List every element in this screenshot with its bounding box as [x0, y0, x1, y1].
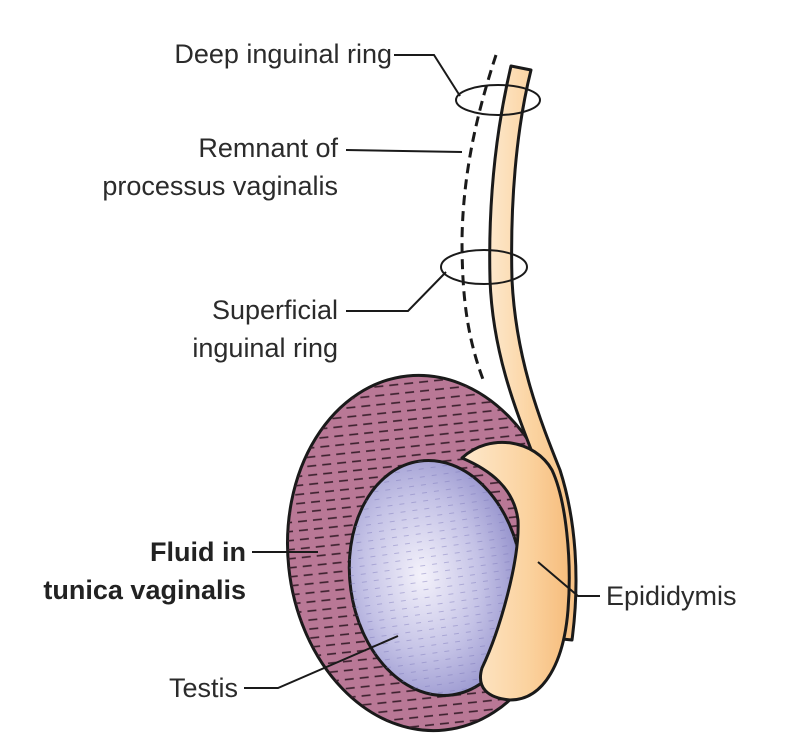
epididymis-shape [460, 440, 571, 702]
label-superficial-line2: inguinal ring [192, 333, 338, 363]
leader-testis [244, 635, 399, 689]
superficial-ring-marker [440, 249, 528, 285]
label-remnant-line1: Remnant of [198, 133, 338, 163]
label-remnant-line2: processus vaginalis [102, 171, 338, 201]
label-deep-inguinal-ring: Deep inguinal ring [174, 39, 392, 69]
label-testis: Testis [168, 673, 238, 703]
label-fluid-line2: tunica vaginalis [43, 575, 246, 605]
label-superficial-line1: Superficial [211, 295, 338, 325]
processus-vaginalis-remnant [460, 54, 498, 383]
label-fluid-line1: Fluid in [150, 537, 246, 567]
label-epididymis: Epididymis [606, 581, 737, 611]
deep-ring-marker [455, 84, 541, 116]
testis [347, 459, 525, 697]
leader-remnant [345, 149, 463, 153]
leader-epididymis [537, 561, 600, 597]
leader-deep-ring [394, 54, 461, 97]
leader-superficial [346, 271, 447, 312]
leader-lines [244, 54, 600, 689]
